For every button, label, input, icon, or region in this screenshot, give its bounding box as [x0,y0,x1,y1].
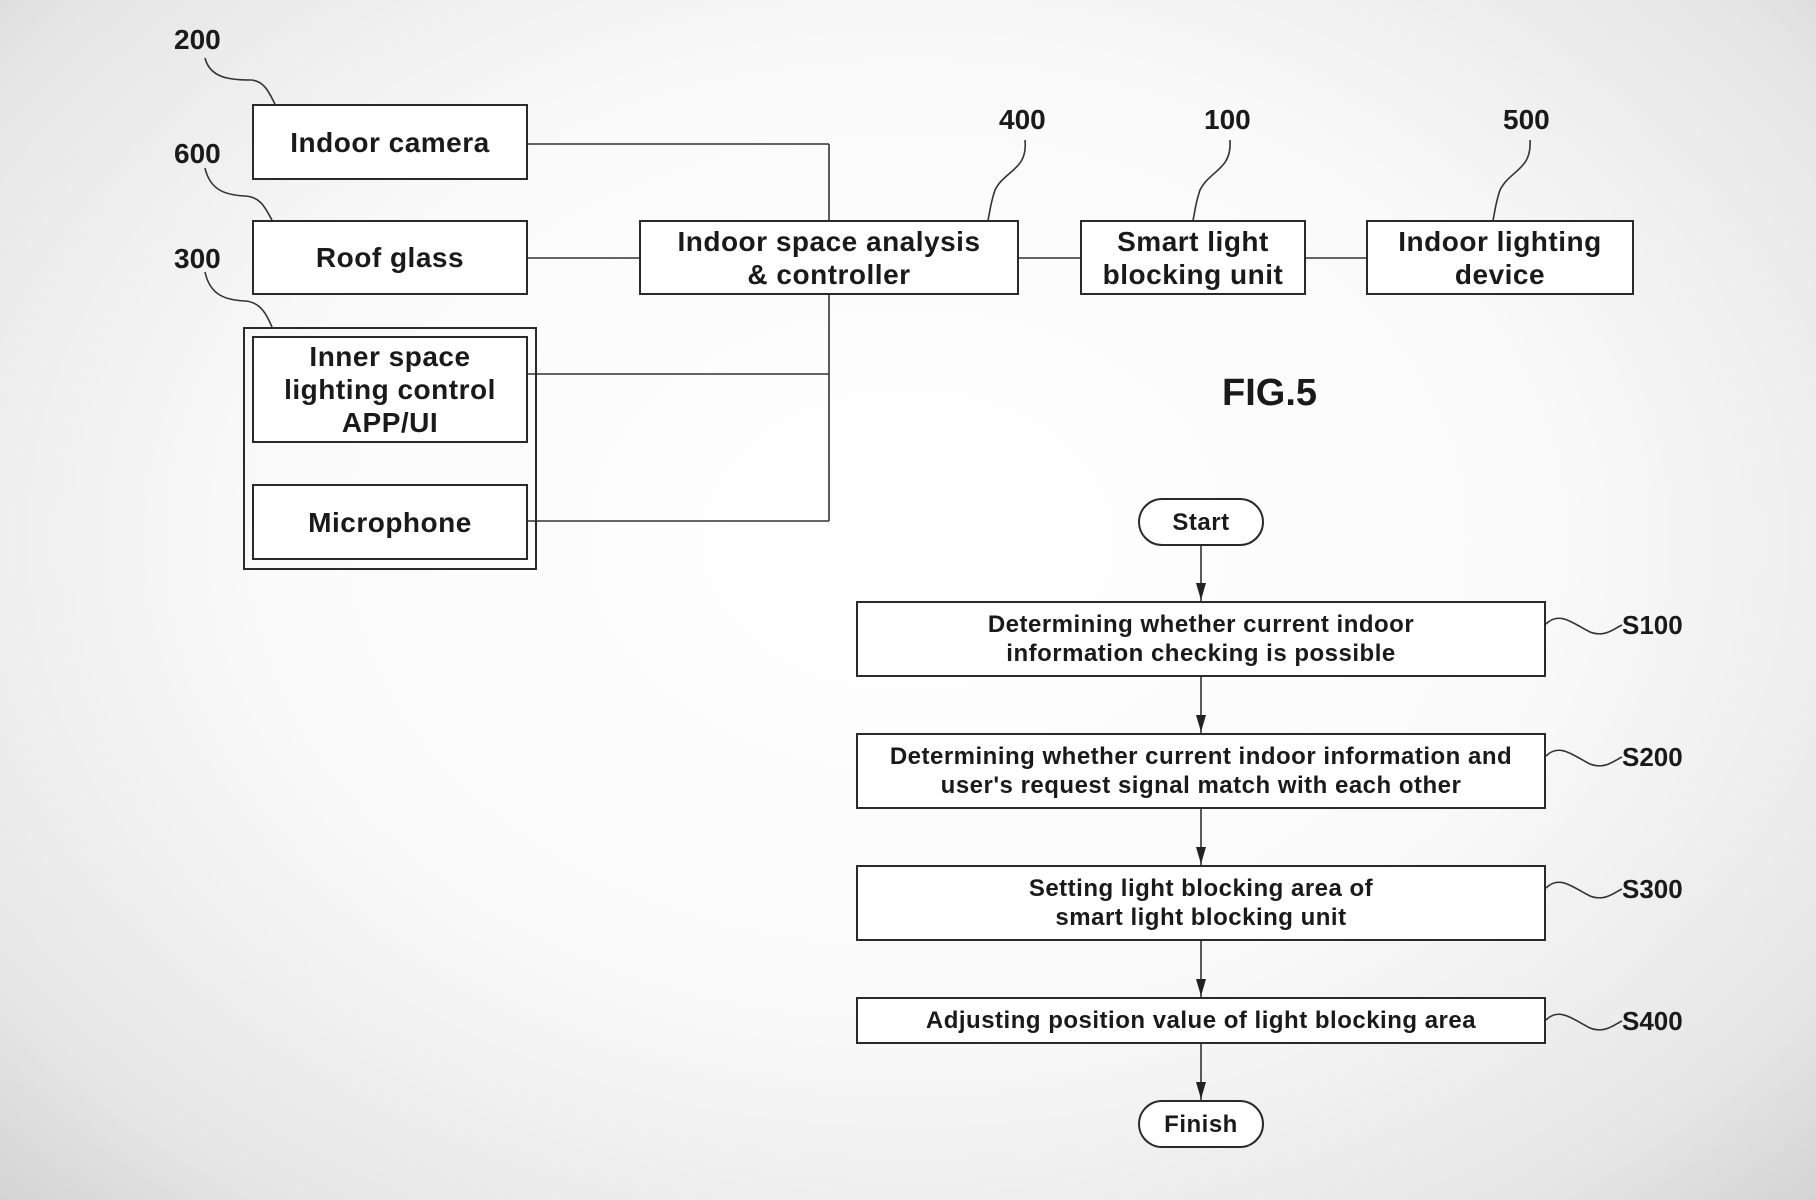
flow-step-s400: Adjusting position value of light blocki… [856,997,1546,1044]
leader-500 [1492,139,1531,221]
figure-label: FIG.5 [1222,372,1318,414]
indoor-camera-block: Indoor camera [252,104,528,180]
arrowhead-icon [1196,1082,1206,1099]
roof-glass-block: Roof glass [252,220,528,295]
squiggle-s400 [1545,1013,1623,1031]
ref-500: 500 [1503,104,1550,135]
leader-600 [204,167,273,221]
flow-step-s100: Determining whether current indoor infor… [856,601,1546,677]
indoor-lighting-device-block: Indoor lighting device [1366,220,1634,295]
ref-400: 400 [999,104,1046,135]
input-group-300 [243,327,537,570]
squiggle-s300 [1545,881,1623,899]
arrowhead-icon [1196,979,1206,996]
step-label-s100: S100 [1622,610,1683,640]
step-label-s400: S400 [1622,1006,1683,1036]
app-ui-block: Inner space lighting control APP/UI [252,336,528,443]
leader-200 [204,57,276,105]
flow-step-s200: Determining whether current indoor infor… [856,733,1546,809]
ref-600: 600 [174,138,221,169]
smart-light-blocking-unit-block: Smart light blocking unit [1080,220,1306,295]
arrowhead-icon [1196,847,1206,864]
flow-step-s300: Setting light blocking area of smart lig… [856,865,1546,941]
leader-300 [204,271,273,328]
controller-block: Indoor space analysis & controller [639,220,1019,295]
arrowhead-icon [1196,583,1206,600]
flow-start: Start [1138,498,1264,546]
ref-100: 100 [1204,104,1251,135]
ref-300: 300 [174,243,221,274]
leader-100 [1192,139,1231,221]
flow-finish: Finish [1138,1100,1264,1148]
step-label-s200: S200 [1622,742,1683,772]
ref-200: 200 [174,24,221,55]
microphone-block: Microphone [252,484,528,560]
arrowhead-icon [1196,715,1206,732]
squiggle-s200 [1545,749,1623,767]
squiggle-s100 [1545,617,1623,635]
step-label-s300: S300 [1622,874,1683,904]
leader-400 [987,139,1026,221]
